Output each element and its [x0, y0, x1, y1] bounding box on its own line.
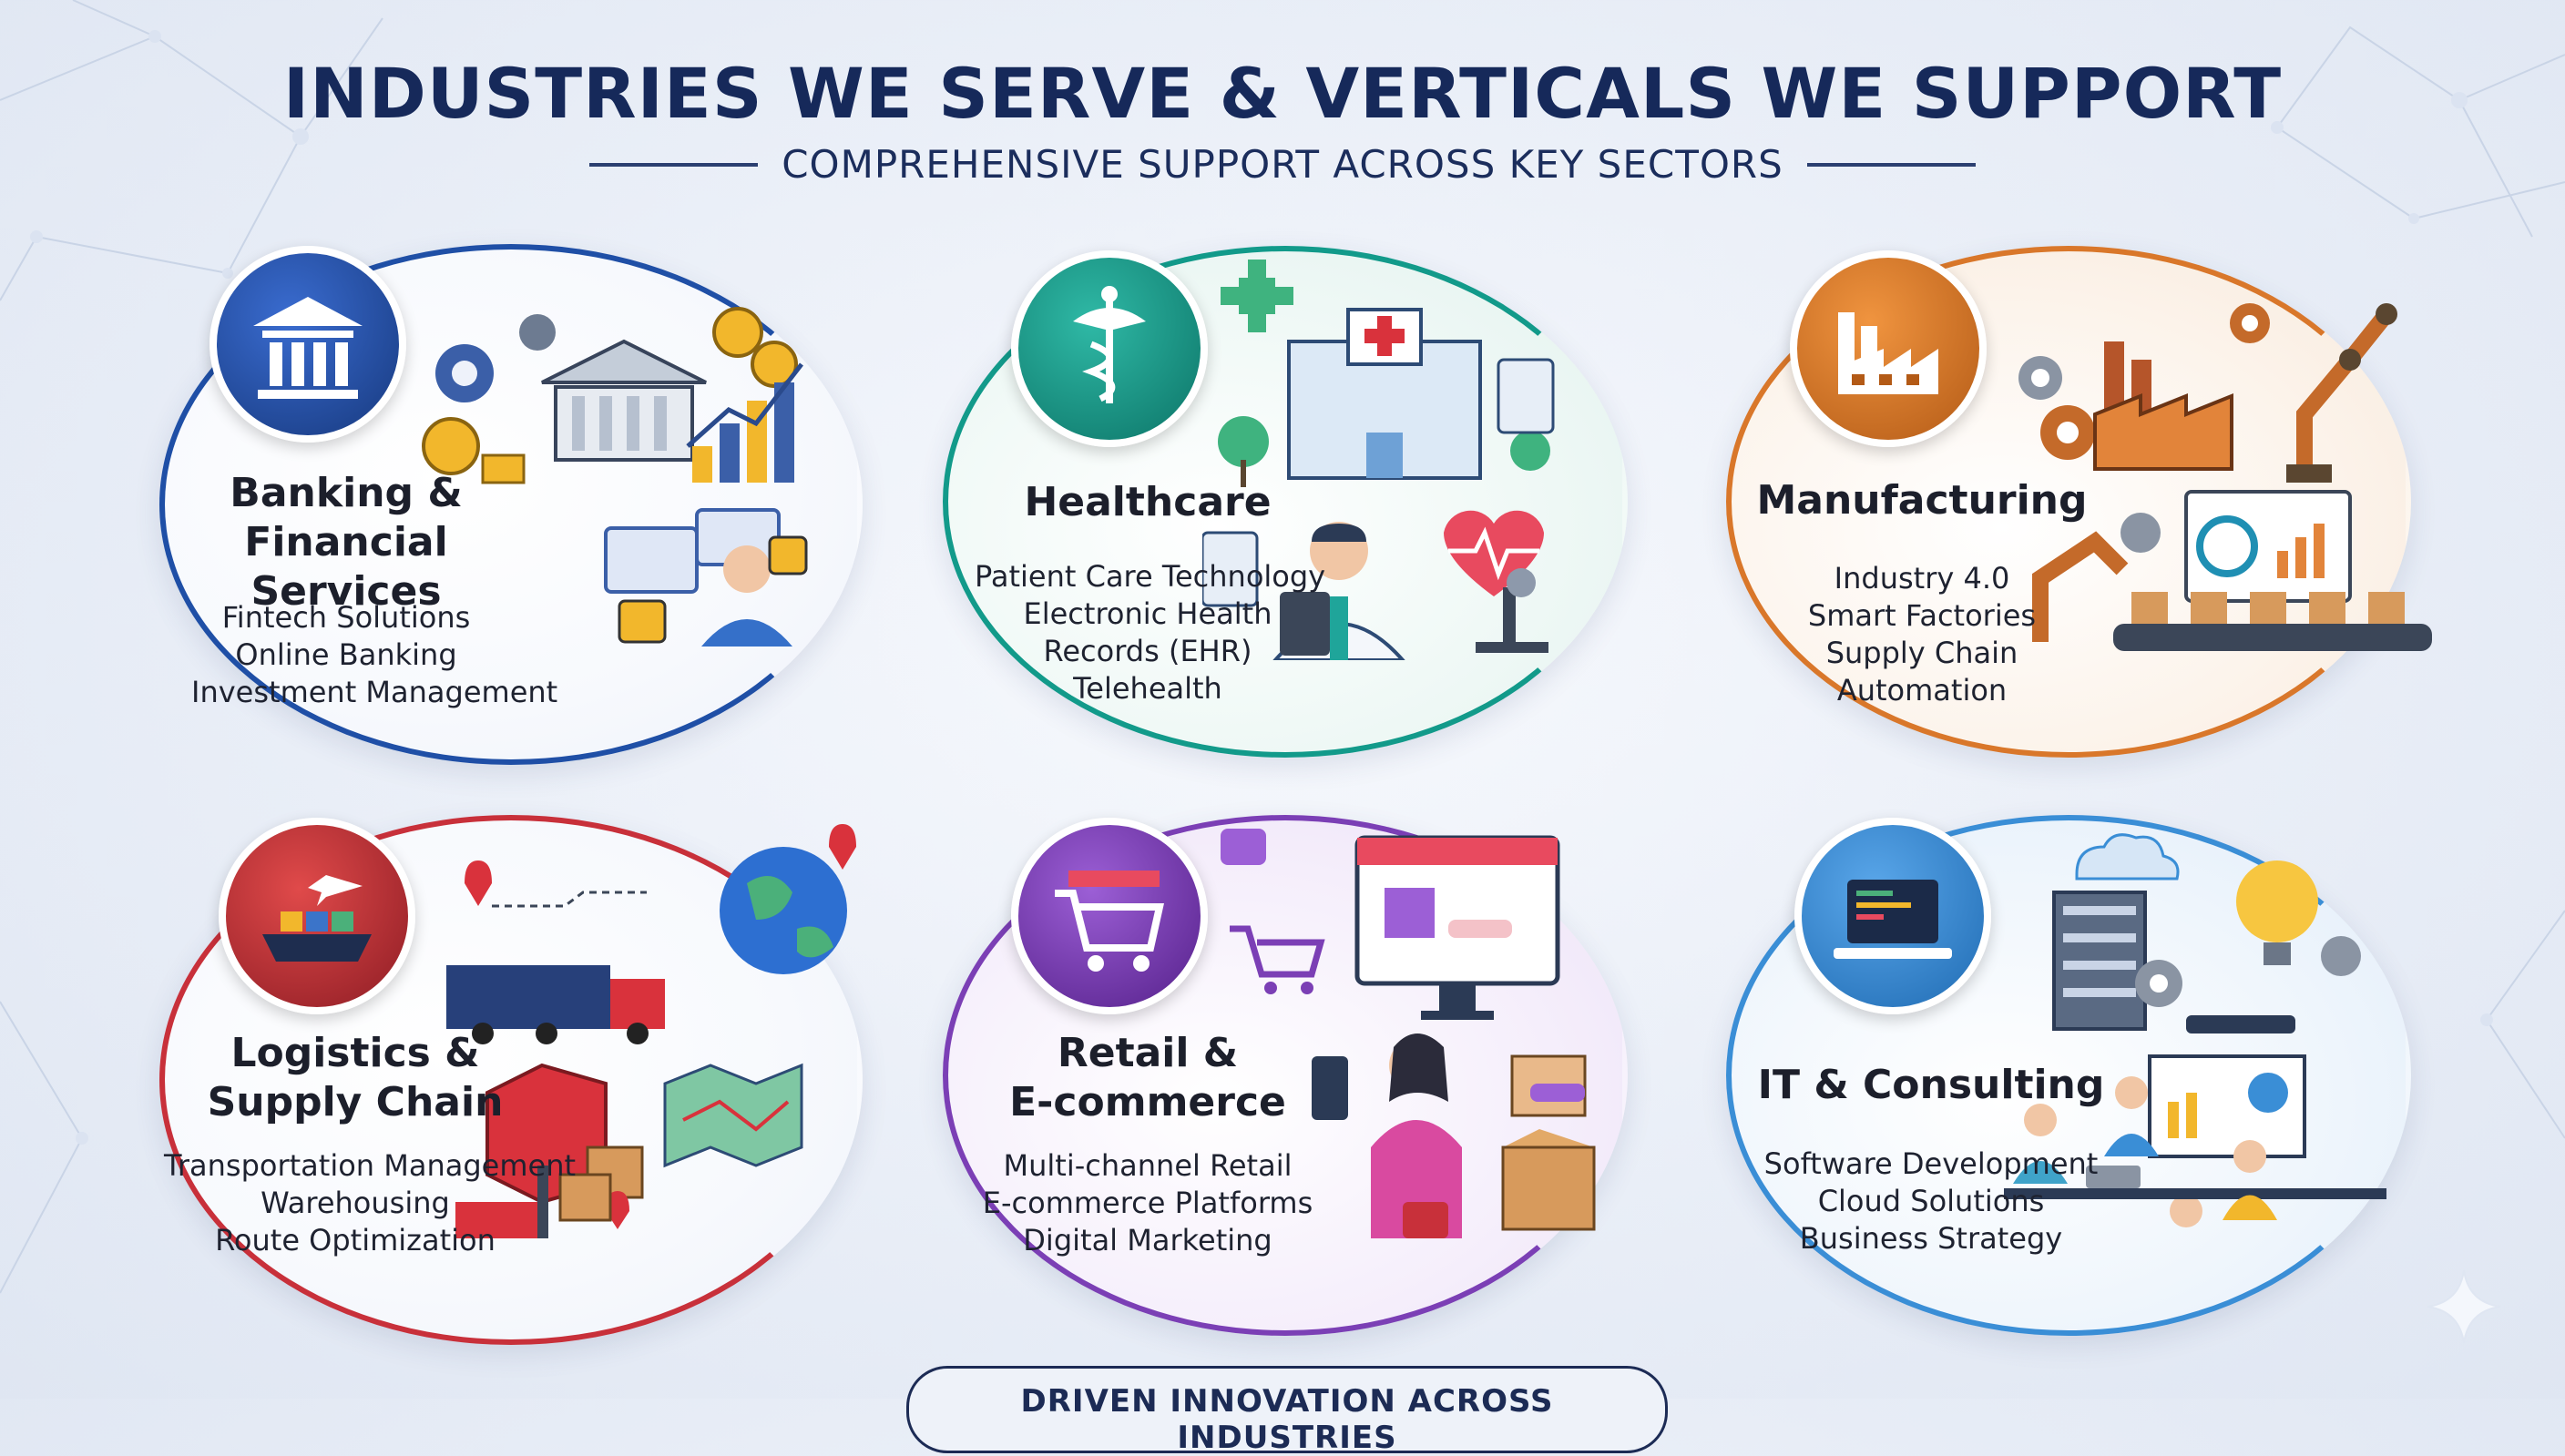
- subtitle-rule-right: [1806, 162, 1976, 167]
- list-item: Automation: [1836, 673, 2008, 708]
- card-banking-title-line-2: Financial Services: [244, 519, 448, 615]
- it-illustration: [2004, 833, 2386, 1227]
- footer-text: DRIVEN INNOVATION ACROSS INDUSTRIES: [1020, 1383, 1554, 1456]
- card-retail-items: Multi-channel Retail E-commerce Platform…: [966, 1147, 1330, 1259]
- caduceus-icon: [1011, 250, 1208, 447]
- list-item: E-commerce Platforms: [982, 1186, 1313, 1220]
- retail-illustration: [1221, 829, 1596, 1238]
- shopping-cart-icon: [1011, 818, 1208, 1014]
- card-retail-title: Retail & E-commerce: [975, 1029, 1321, 1127]
- list-item: Telehealth: [1073, 671, 1222, 706]
- subtitle-rule-left: [589, 162, 759, 167]
- card-manufacturing-title-line-1: Manufacturing: [1756, 477, 2088, 524]
- list-item: Warehousing: [261, 1186, 450, 1220]
- card-logistics-title: Logistics & Supply Chain: [191, 1029, 519, 1127]
- card-logistics-items: Transportation Management Warehousing Ro…: [164, 1147, 577, 1259]
- list-item: Records (EHR): [1043, 634, 1252, 668]
- factory-icon: [1790, 250, 1987, 447]
- card-banking-items: Fintech Solutions Online Banking Investm…: [191, 599, 558, 711]
- list-item: Patient Care Technology: [975, 559, 1326, 594]
- card-manufacturing-title: Manufacturing: [1753, 476, 2090, 525]
- list-item: Business Strategy: [1799, 1221, 2063, 1256]
- card-it: IT & Consulting Software Development Clo…: [1703, 801, 2432, 1348]
- list-item: Digital Marketing: [1023, 1223, 1272, 1257]
- list-item: Supply Chain: [1825, 636, 2018, 670]
- banking-illustration: [422, 307, 808, 647]
- list-item: Smart Factories: [1807, 598, 2037, 633]
- list-item: Fintech Solutions: [221, 600, 471, 635]
- healthcare-illustration: [1202, 260, 1555, 660]
- card-retail-title-line-2: E-commerce: [1009, 1079, 1286, 1125]
- sparkle-icon: [2427, 1269, 2501, 1344]
- card-logistics-title-line-1: Logistics &: [230, 1030, 480, 1076]
- cargo-ship-icon: [219, 818, 415, 1014]
- list-item: Investment Management: [191, 675, 558, 709]
- list-item: Software Development: [1763, 1146, 2099, 1181]
- list-item: Online Banking: [235, 637, 457, 672]
- card-healthcare: Healthcare Patient Care Technology Elect…: [920, 232, 1649, 769]
- list-item: Multi-channel Retail: [1003, 1148, 1293, 1183]
- footer-banner: DRIVEN INNOVATION ACROSS INDUSTRIES: [906, 1366, 1668, 1456]
- card-retail: Retail & E-commerce Multi-channel Retail…: [920, 801, 1649, 1348]
- manufacturing-illustration: [2018, 303, 2432, 651]
- card-it-items: Software Development Cloud Solutions Bus…: [1753, 1145, 2109, 1257]
- list-item: Electronic Health: [1023, 596, 1272, 631]
- list-item: Transportation Management: [164, 1148, 577, 1183]
- card-it-title-line-1: IT & Consulting: [1757, 1062, 2105, 1108]
- card-manufacturing: Manufacturing Industry 4.0 Smart Factori…: [1703, 232, 2432, 769]
- card-manufacturing-items: Industry 4.0 Smart Factories Supply Chai…: [1753, 560, 2090, 709]
- laptop-code-icon: [1794, 818, 1991, 1014]
- card-banking-title-line-1: Banking &: [230, 470, 463, 516]
- list-item: Cloud Solutions: [1817, 1184, 2045, 1218]
- card-banking-title: Banking & Financial Services: [182, 469, 510, 616]
- card-it-title: IT & Consulting: [1753, 1061, 2109, 1110]
- card-healthcare-title-line-1: Healthcare: [1024, 479, 1272, 525]
- list-item: Industry 4.0: [1834, 561, 2010, 596]
- card-healthcare-title: Healthcare: [975, 478, 1321, 527]
- card-healthcare-items: Patient Care Technology Electronic Healt…: [975, 558, 1326, 708]
- card-banking: Banking & Financial Services Fintech Sol…: [137, 228, 865, 774]
- page-title: INDUSTRIES WE SERVE & VERTICALS WE SUPPO…: [282, 53, 2283, 134]
- bank-icon: [209, 246, 406, 443]
- logistics-illustration: [446, 824, 856, 1238]
- list-item: Route Optimization: [215, 1223, 496, 1257]
- page-subtitle: COMPREHENSIVE SUPPORT ACROSS KEY SECTORS: [782, 142, 1783, 187]
- card-retail-title-line-1: Retail &: [1057, 1030, 1239, 1076]
- card-logistics: Logistics & Supply Chain Transportation …: [137, 801, 865, 1348]
- network-background: [0, 0, 2565, 1294]
- card-logistics-title-line-2: Supply Chain: [207, 1079, 504, 1125]
- subtitle-row: COMPREHENSIVE SUPPORT ACROSS KEY SECTORS: [0, 142, 2565, 187]
